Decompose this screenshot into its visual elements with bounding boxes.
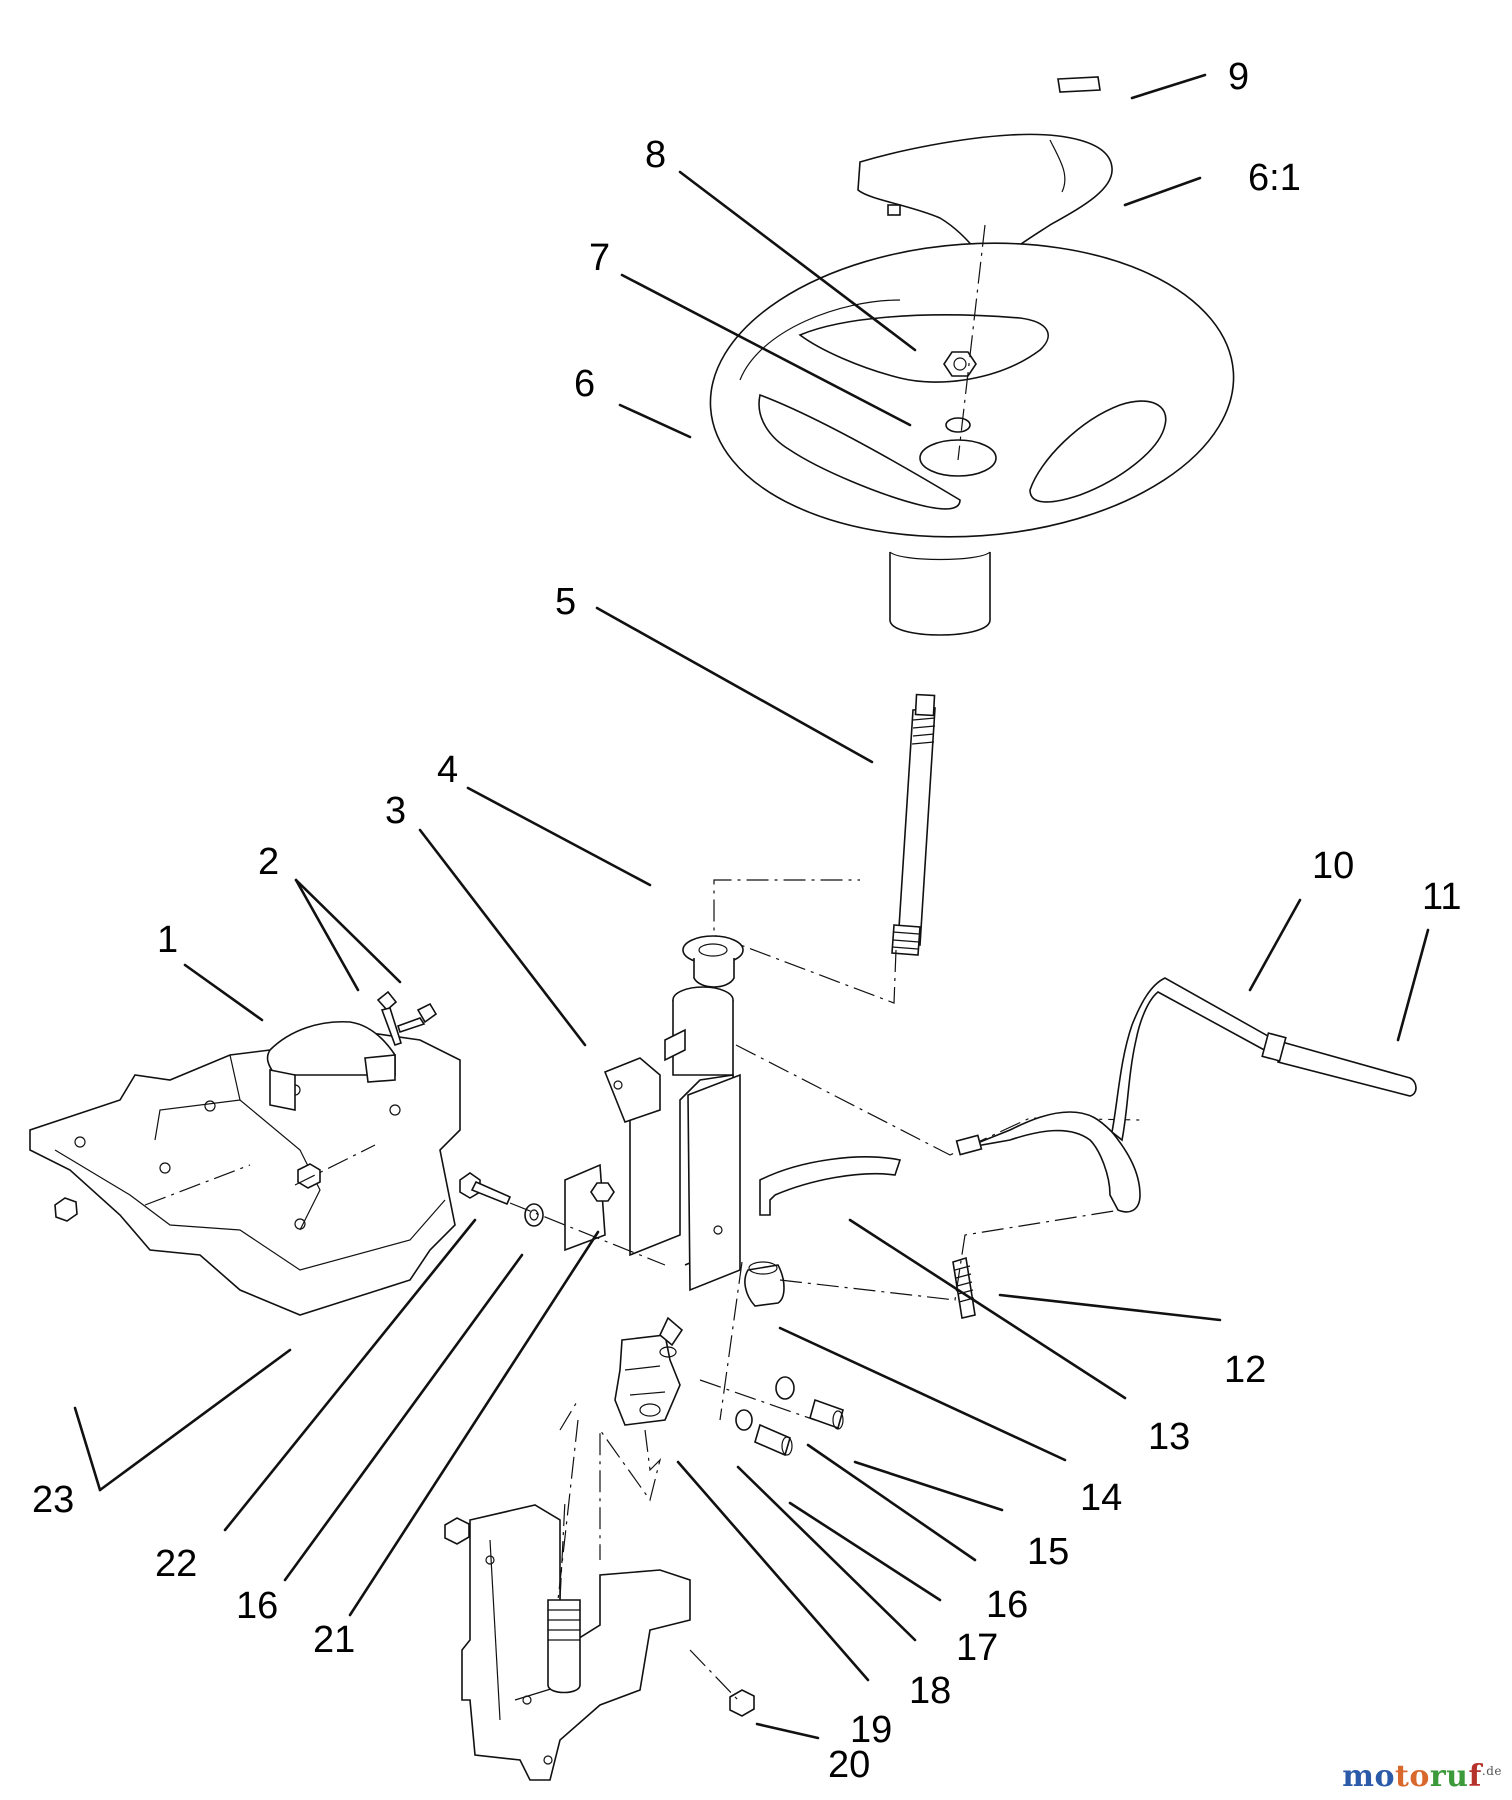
steering-column	[603, 986, 1141, 1292]
site-watermark: motoruf.de	[1342, 1759, 1502, 1794]
pinion-gear	[547, 1599, 581, 1694]
wheel-washer	[945, 417, 971, 433]
callout-6: 6	[574, 363, 595, 405]
callout-16-right: 16	[986, 1584, 1028, 1626]
callout-7: 7	[589, 237, 610, 279]
column-bushing	[682, 935, 744, 988]
wheel-nut	[943, 351, 977, 377]
spring-phantom	[779, 1209, 1121, 1301]
callout-16-left: 16	[236, 1585, 278, 1627]
callout-8: 8	[645, 134, 666, 176]
universal-joint	[614, 1316, 684, 1426]
callout-12: 12	[1224, 1349, 1266, 1391]
callout-11: 11	[1422, 876, 1461, 918]
callout-labels: 1 2 3 4 5 6 6:1 7 8 9 10 11 12 13 14 15 …	[32, 56, 1461, 1786]
callout-6-1: 6:1	[1248, 157, 1301, 199]
callout-4: 4	[437, 749, 458, 791]
cap-centerline	[957, 224, 986, 461]
column-phantom	[557, 1419, 579, 1601]
left-washer	[524, 1203, 544, 1227]
callout-22: 22	[155, 1543, 197, 1585]
callout-19: 19	[850, 1709, 892, 1751]
bolt-set-2	[376, 990, 438, 1047]
callout-14: 14	[1080, 1477, 1122, 1519]
callout-21: 21	[313, 1619, 355, 1661]
watermark-part-1: mo	[1342, 1759, 1395, 1794]
pinion-phantom	[559, 1399, 662, 1601]
callout-1: 1	[157, 919, 178, 961]
steering-shaft	[891, 693, 936, 956]
callout-10: 10	[1312, 845, 1354, 887]
callout-13: 13	[1148, 1416, 1190, 1458]
panel-nut	[54, 1197, 78, 1222]
spacer-tube	[744, 1261, 785, 1307]
watermark-part-3: ru	[1429, 1759, 1469, 1794]
callout-15: 15	[1027, 1531, 1069, 1573]
left-bolt-phantom	[509, 1202, 666, 1266]
callout-23: 23	[32, 1479, 74, 1521]
badge	[1057, 76, 1101, 93]
bolt-16-right	[735, 1409, 793, 1457]
watermark-part-4: f	[1468, 1759, 1482, 1794]
callout-20: 20	[828, 1744, 870, 1786]
callout-9: 9	[1228, 56, 1249, 98]
mount-plate	[564, 1163, 615, 1252]
callout-17: 17	[956, 1627, 998, 1669]
leader-lines	[73, 73, 1430, 1740]
shift-rod	[955, 977, 1277, 1213]
dash-panel	[29, 1029, 461, 1316]
watermark-tld: .de	[1481, 1764, 1502, 1778]
callout-18: 18	[909, 1670, 951, 1712]
shift-grip	[1261, 1032, 1417, 1097]
bolt-15	[775, 1376, 844, 1430]
sector-plate	[759, 1156, 902, 1216]
callout-2: 2	[258, 841, 279, 883]
steering-wheel	[709, 242, 1235, 636]
dash-bracket	[266, 1020, 396, 1111]
return-spring	[952, 1256, 976, 1319]
shaft-phantom	[713, 879, 897, 1004]
left-bolt	[459, 1172, 512, 1206]
panel-phantom-a	[294, 1144, 376, 1186]
callout-5: 5	[555, 581, 576, 623]
panel-phantom-b	[144, 1164, 251, 1206]
bracket-phantom	[689, 1649, 739, 1701]
spacer-phantom	[719, 1261, 743, 1421]
callout-3: 3	[385, 790, 406, 832]
watermark-part-2: to	[1394, 1759, 1430, 1794]
u-joint-bolt-phantom	[699, 1379, 816, 1421]
